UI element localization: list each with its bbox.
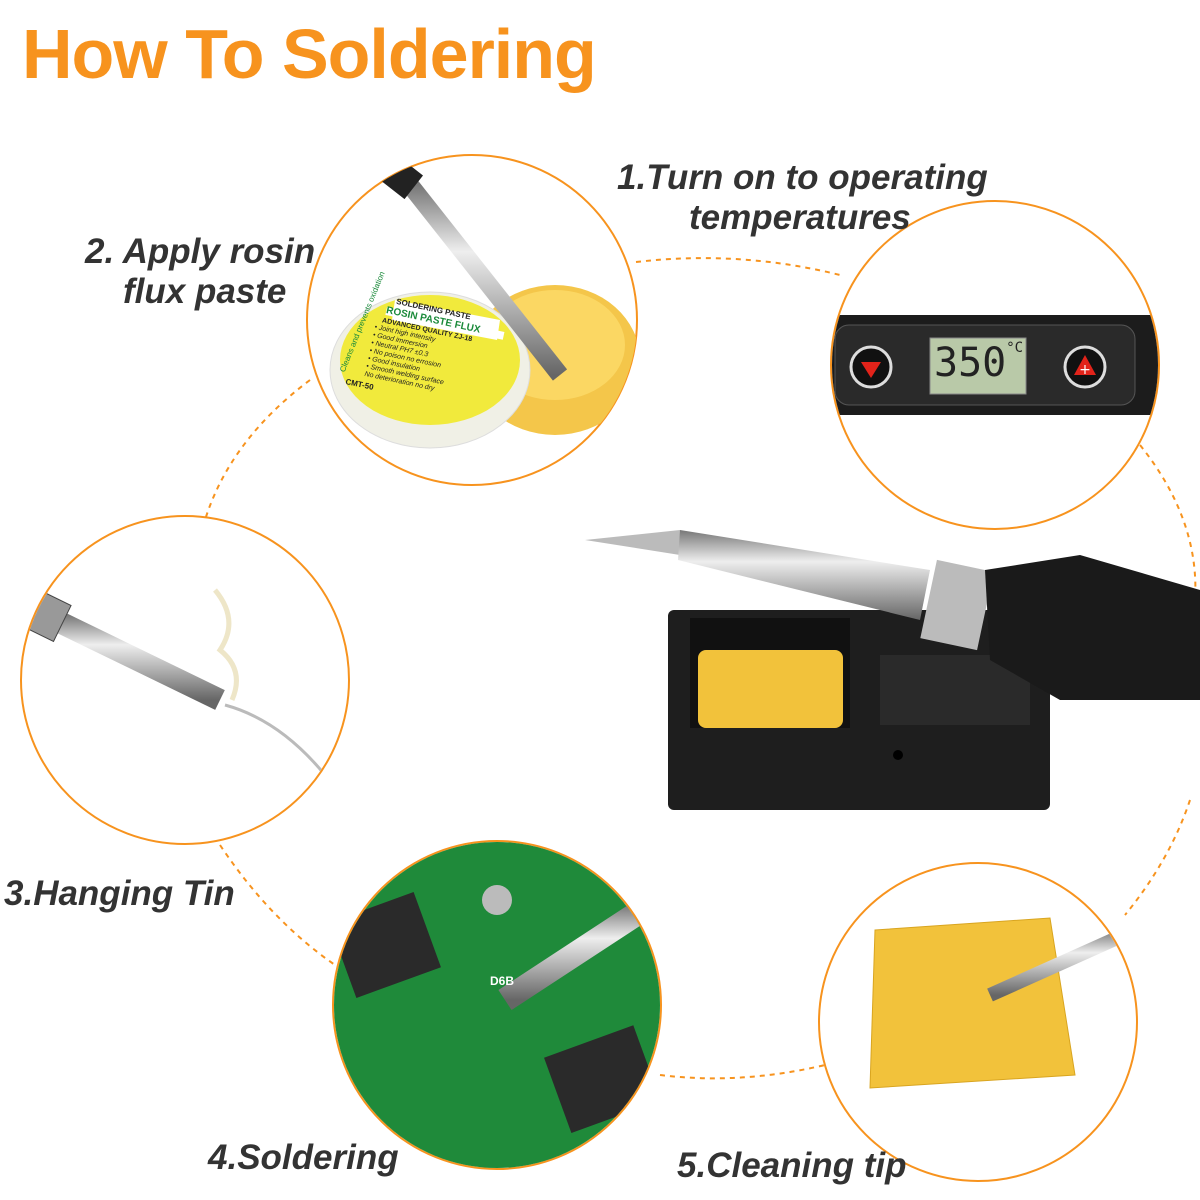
- temperature-display: 350°C: [934, 340, 1023, 386]
- step-3-label: 3.Hanging Tin: [4, 874, 235, 913]
- dashed-connector: [204, 257, 1197, 1080]
- soldering-iron: [585, 530, 1200, 700]
- step-4-label: 4.Soldering: [208, 1138, 399, 1177]
- step-2-line-2: flux paste: [123, 272, 287, 311]
- step-1-label: 1.Turn on to operating temperatures: [617, 158, 988, 238]
- step-4-image: D6B: [332, 840, 662, 1170]
- pcb-label: D6B: [490, 974, 514, 988]
- page-title: How To Soldering: [22, 15, 597, 93]
- step-3-image: [20, 515, 350, 845]
- step-2-line-1: 2. Apply rosin: [85, 232, 316, 271]
- step-2-label: 2. Apply rosin flux paste: [85, 232, 315, 312]
- temperature-unit: °C: [1006, 340, 1024, 356]
- step-1-image: +: [830, 200, 1160, 530]
- step-1-line-2: temperatures: [689, 198, 911, 237]
- svg-text:+: +: [1079, 362, 1091, 378]
- temperature-value: 350: [934, 340, 1007, 386]
- step-5-image: [818, 862, 1138, 1182]
- soldering-iron-stand: [668, 610, 1050, 810]
- step-1-line-1: 1.Turn on to operating: [617, 158, 988, 197]
- step-5-label: 5.Cleaning tip: [677, 1146, 907, 1185]
